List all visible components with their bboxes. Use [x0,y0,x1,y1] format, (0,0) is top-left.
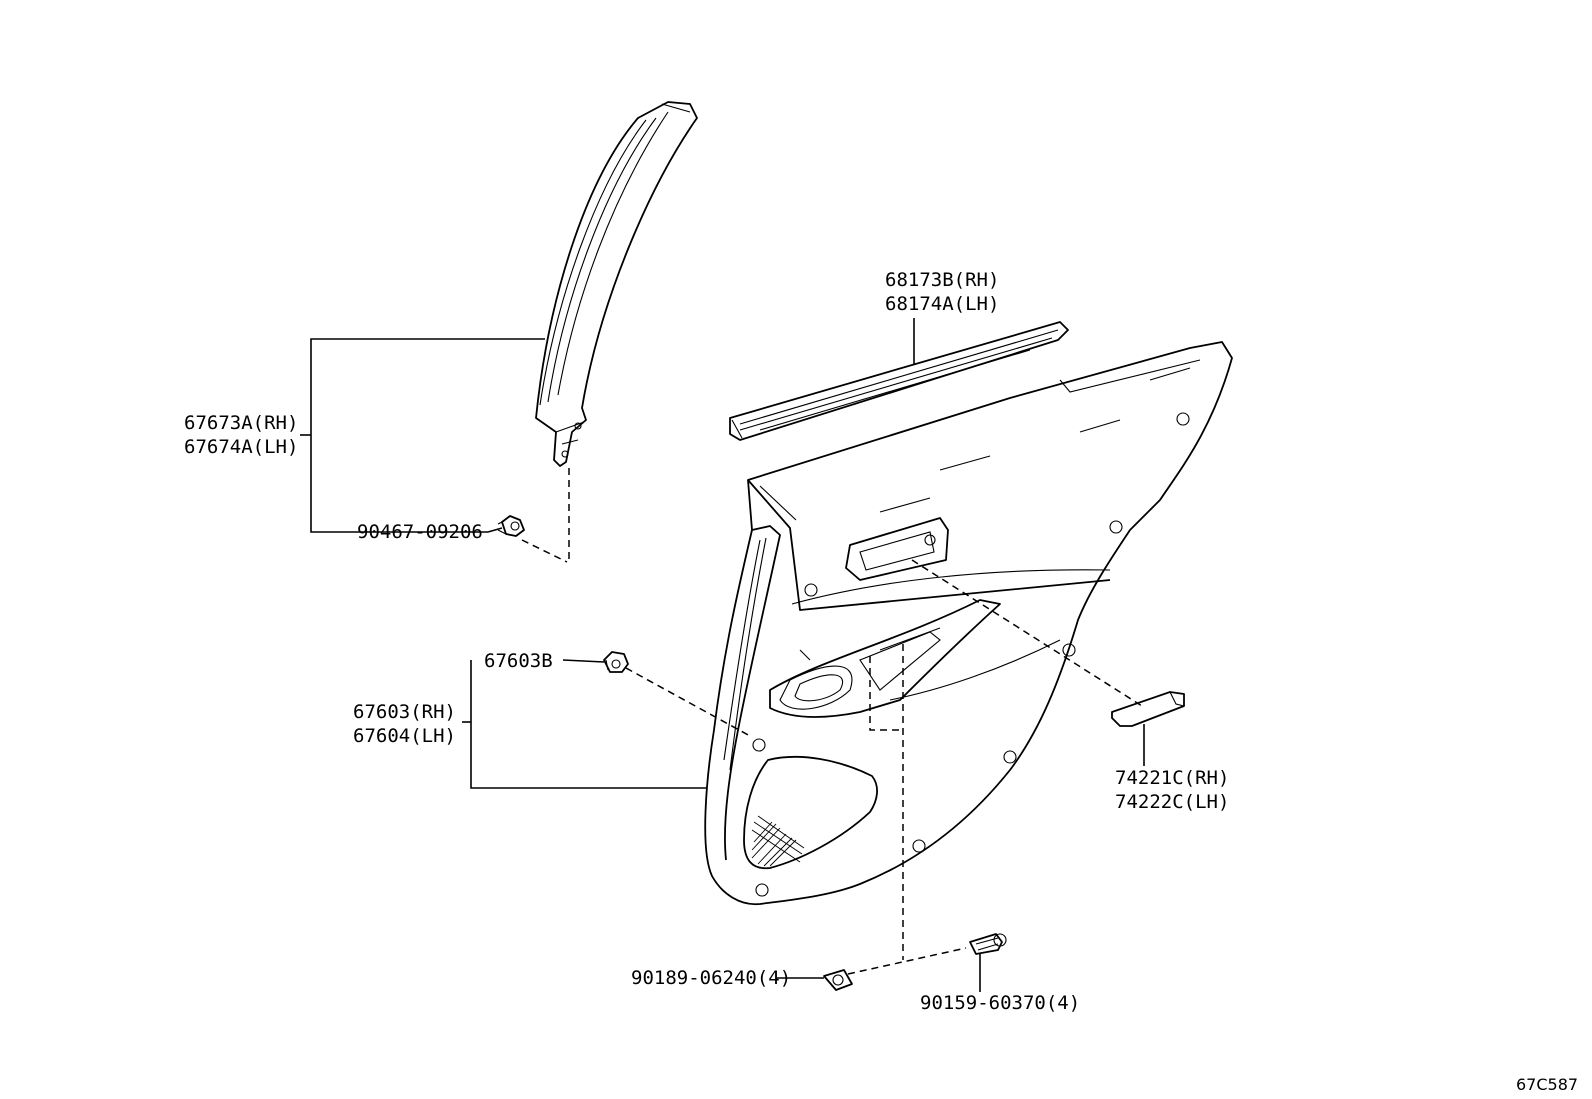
label-trim-board-rh: 67603(RH) [353,701,456,723]
alignment-lines [521,468,1143,975]
rear-door-garnish [535,101,698,467]
screw-icon [969,933,1007,955]
nut-icon [823,969,853,991]
label-garnish-lh: 67674A(LH) [184,436,298,458]
figure-code: 67C587 [1516,1075,1578,1094]
label-handle-cover-rh: 74221C(RH) [1115,767,1229,789]
label-garnish-clip: 90467-09206 [357,521,483,543]
garnish-clip-icon [497,515,525,537]
label-trim-board-lh: 67604(LH) [353,725,456,747]
handle-cover [1111,691,1185,727]
label-trim-clip: 67603B [484,650,553,672]
label-weatherstrip-lh: 68174A(LH) [885,293,999,315]
trim-clip-icon [603,651,629,673]
label-screw: 90159-60370(4) [920,992,1080,1014]
speaker-grille-icon [751,815,805,867]
label-nut: 90189-06240(4) [631,967,791,989]
door-trim-board [704,341,1233,906]
door-belt-weatherstrip [729,321,1069,441]
leader-lines [300,318,1145,992]
label-garnish-rh: 67673A(RH) [184,412,298,434]
label-handle-cover-lh: 74222C(LH) [1115,791,1229,813]
label-weatherstrip-rh: 68173B(RH) [885,269,999,291]
